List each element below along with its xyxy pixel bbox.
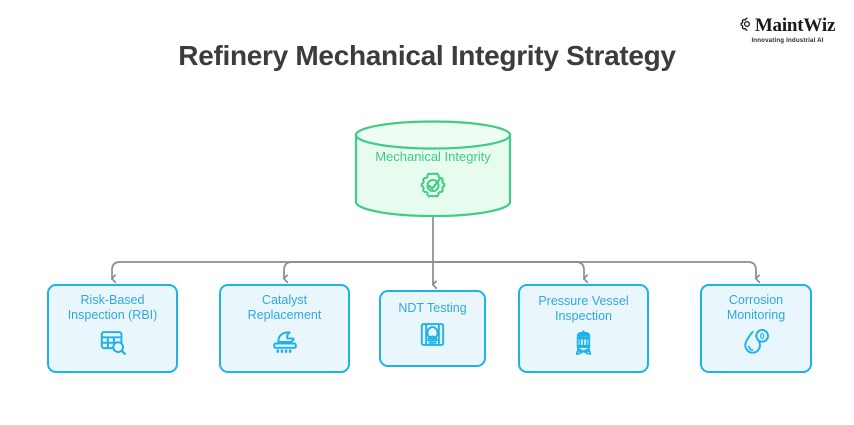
logo-wordmark: MaintWiz — [754, 15, 836, 36]
node-catalyst-replacement[interactable]: Catalyst Replacement — [219, 284, 350, 373]
logo-tagline: Innovating Industrial AI — [751, 37, 824, 44]
node-label: Catalyst Replacement — [247, 293, 322, 322]
root-node-content: Mechanical Integrity — [354, 142, 512, 214]
table-search-icon — [98, 327, 128, 362]
node-risk-based-inspection[interactable]: Risk-Based Inspection (RBI) — [47, 284, 178, 373]
gear-icon — [740, 17, 754, 35]
page-title: Refinery Mechanical Integrity Strategy — [178, 40, 676, 71]
cylinder-shape — [354, 120, 512, 217]
root-node-label: Mechanical Integrity — [375, 148, 491, 164]
ct-scanner-icon — [418, 320, 447, 354]
logo-row: MaintWiz — [740, 16, 835, 35]
node-ndt-testing[interactable]: NDT Testing — [379, 290, 486, 367]
root-node-mechanical-integrity[interactable]: Mechanical Integrity — [354, 120, 512, 217]
catalyst-bed-icon — [270, 327, 300, 362]
node-label: Pressure Vessel Inspection — [538, 293, 629, 323]
node-pressure-vessel-inspection[interactable]: Pressure Vessel Inspection — [518, 284, 649, 373]
maintwiz-logo: MaintWiz Innovating Industrial AI — [735, 12, 840, 48]
droplet-gauge-icon: 0 — [741, 327, 771, 362]
node-label: Risk-Based Inspection (RBI) — [67, 293, 158, 322]
gear-check-icon — [417, 169, 449, 206]
node-label: Corrosion Monitoring — [726, 293, 786, 322]
svg-text:0: 0 — [760, 331, 765, 341]
node-label: NDT Testing — [398, 301, 467, 315]
water-tower-icon — [569, 328, 598, 362]
node-corrosion-monitoring[interactable]: Corrosion Monitoring 0 — [700, 284, 812, 373]
